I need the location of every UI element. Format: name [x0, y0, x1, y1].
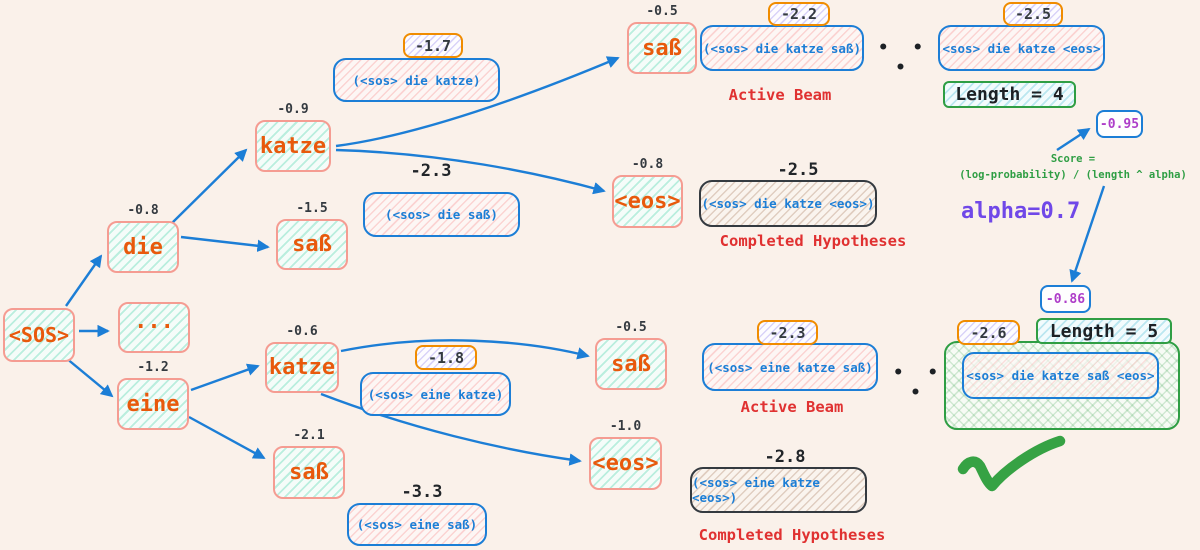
edge-katze-sass-top [335, 56, 620, 148]
token-label: <eos> [614, 189, 681, 214]
logprob-label: -0.5 [646, 4, 678, 19]
active-beam-label-top: Active Beam [728, 86, 832, 104]
score-chip-winner: -2.6 [957, 320, 1020, 345]
score-value: -1.8 [427, 348, 465, 367]
completed-text: (<sos> eine katze <eos>) [692, 475, 820, 505]
token-label: saß [289, 460, 329, 485]
score-chip-eine-katze: -1.8 [415, 345, 477, 370]
beam-text: (<sos> eine katze) [367, 386, 504, 402]
score-chip-die-katze-eos: -2.5 [1003, 2, 1063, 26]
ellipsis-bottom: • • • [893, 363, 945, 403]
score-text-done-top: -2.5 [777, 160, 819, 180]
beam-box-eine-sass: (<sos> eine saß) [347, 503, 487, 546]
alpha-label: alpha=0.7 [961, 199, 1081, 224]
active-beam-label-bottom: Active Beam [740, 398, 844, 416]
edge-formula-score-bottom [1069, 185, 1106, 283]
score-value: -2.2 [780, 5, 818, 23]
score-chip-eine-katze-sass: -2.3 [757, 320, 818, 345]
length-box-bottom: Length = 5 [1036, 318, 1172, 344]
score-value: -2.6 [970, 323, 1007, 342]
token-label: saß [642, 35, 682, 61]
score-chip-die-katze-sass: -2.2 [768, 2, 830, 26]
edge-sos-die [65, 254, 103, 307]
token-node-eine: -1.2 eine [117, 360, 189, 430]
beam-box-eine-katze: (<sos> eine katze) [360, 372, 511, 416]
token-label: die [123, 234, 163, 260]
checkmark-icon [957, 435, 1066, 492]
edge-eine-katze [190, 363, 260, 392]
edge-katze-sass-bottom [340, 339, 590, 360]
normalized-score-chip-top: -0.95 [1096, 110, 1143, 138]
score-formula: Score = (log-probability) / (length ^ al… [950, 151, 1196, 184]
logprob-label: -1.5 [296, 201, 328, 216]
edge-die-sass [180, 235, 270, 252]
logprob-label: -0.8 [631, 157, 664, 172]
token-node-katze-bottom: -0.6 katze [265, 324, 339, 393]
score-chip-die-katze: -1.7 [403, 33, 463, 58]
score-value: -1.7 [414, 36, 452, 55]
beam-box-die-katze-eos-active: <sos> die katze <eos> [938, 25, 1105, 71]
ellipsis-top: • • • [878, 38, 930, 78]
completed-hypotheses-label-bottom: Completed Hypotheses [698, 526, 886, 544]
beam-text: (<sos> eine katze saß) [707, 359, 873, 375]
logprob-label: -0.5 [615, 320, 647, 335]
score-formula-line1: Score = [1050, 153, 1096, 165]
token-node-sos: <SOS> [3, 308, 75, 362]
edge-die-katze [171, 148, 248, 224]
beam-text: (<sos> die saß) [385, 207, 498, 222]
token-label: <eos> [592, 451, 659, 476]
beam-box-die-katze: (<sos> die katze) [333, 58, 500, 102]
logprob-label: -1.2 [137, 360, 169, 375]
token-node-sass-after-die: -1.5 saß [276, 201, 348, 270]
token-node-sass-top: -0.5 saß [627, 4, 697, 74]
logprob-label: -2.1 [293, 428, 325, 443]
logprob-label: -0.6 [286, 324, 318, 339]
completed-text: (<sos> die katze <eos>) [701, 196, 875, 211]
token-label: <SOS> [8, 323, 70, 347]
beam-box-eine-katze-sass: (<sos> eine katze saß) [702, 343, 878, 391]
score-text-eine-sass: -3.3 [401, 482, 443, 502]
score-text-die-sass: -2.3 [410, 161, 452, 181]
edge-katze-eos-bottom [320, 392, 582, 466]
token-label: katze [268, 355, 336, 380]
token-node-ellipsis: ··· [118, 302, 190, 353]
token-node-die: -0.8 die [107, 203, 179, 273]
token-node-sass-bottom: -0.5 saß [595, 320, 667, 390]
winning-hypothesis-box: <sos> die katze saß <eos> [962, 352, 1159, 399]
token-node-eos-bottom: -1.0 <eos> [589, 419, 662, 490]
token-label: saß [292, 232, 332, 257]
logprob-label: -0.9 [277, 102, 309, 117]
score-text-done-bottom: -2.8 [764, 447, 806, 467]
token-label: saß [611, 351, 651, 377]
score-formula-line2: (log-probability) / (length ^ alpha) [959, 169, 1187, 182]
beam-text: (<sos> die katze saß) [702, 40, 862, 56]
length-box-top: Length = 4 [943, 81, 1076, 108]
token-node-eos-top: -0.8 <eos> [612, 157, 683, 228]
completed-box-die-katze-eos: (<sos> die katze <eos>) [699, 180, 877, 227]
completed-hypotheses-label-top: Completed Hypotheses [719, 232, 907, 250]
completed-box-eine-katze-eos: (<sos> eine katze <eos>) [690, 467, 867, 513]
score-value: -2.5 [1014, 5, 1052, 23]
token-label: katze [259, 133, 327, 159]
edge-formula-score-top [1056, 127, 1091, 152]
logprob-label: -1.0 [609, 419, 642, 434]
beam-text: (<sos> eine saß) [356, 517, 478, 532]
normalized-score-chip-bottom: -0.86 [1040, 285, 1091, 313]
beam-box-die-katze-sass: (<sos> die katze saß) [700, 25, 864, 71]
token-label: ··· [134, 315, 174, 340]
edge-eine-sass [188, 415, 266, 460]
beam-box-die-sass: (<sos> die saß) [363, 192, 520, 237]
score-value: -2.3 [769, 323, 806, 342]
beam-text: (<sos> die katze) [352, 72, 481, 88]
token-node-sass-after-eine: -2.1 saß [273, 428, 345, 499]
beam-text: <sos> die katze <eos> [942, 40, 1101, 56]
logprob-label: -0.8 [127, 203, 159, 218]
winning-text: <sos> die katze saß <eos> [966, 368, 1155, 383]
edge-katze-eos-top [335, 148, 606, 195]
token-label: eine [126, 391, 180, 417]
token-node-katze-top: -0.9 katze [255, 102, 331, 172]
